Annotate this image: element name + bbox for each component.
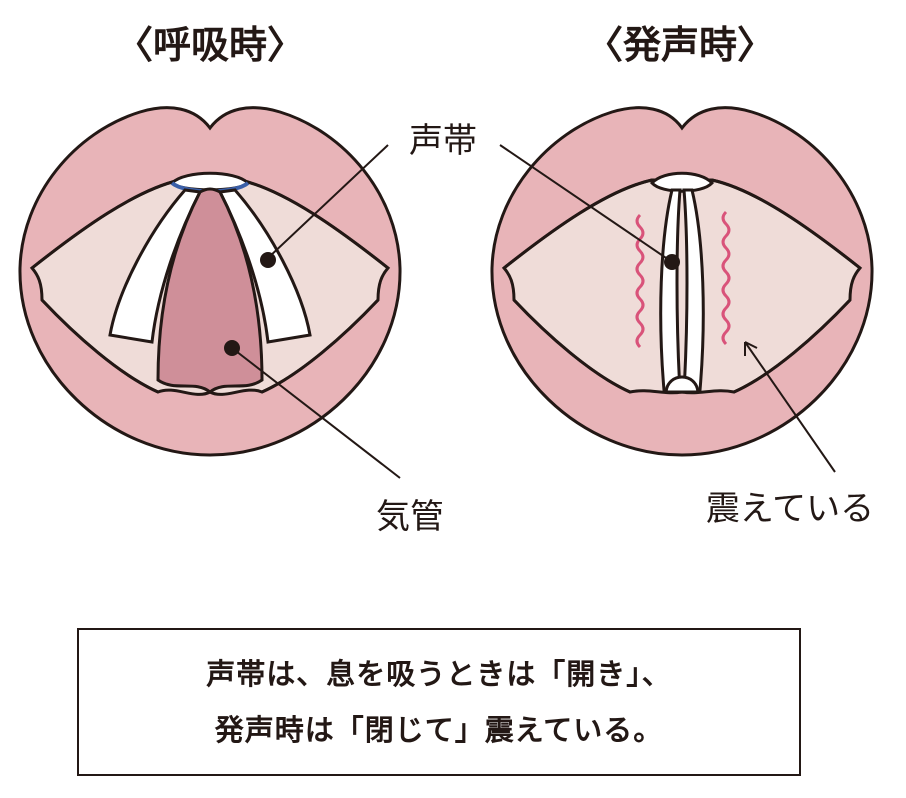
- mouth-breathing: [18, 106, 402, 457]
- vibration-line-right: [721, 210, 731, 346]
- mouth-phonation: [490, 106, 874, 457]
- caption-line-2: 発声時は「閉じて」震えている。: [214, 713, 664, 747]
- trachea-marker: [224, 340, 240, 356]
- label-vocal-cords: 声帯: [409, 121, 477, 161]
- label-trachea: 気管: [376, 497, 444, 537]
- arytenoid-phonation: [664, 375, 700, 394]
- title-phonation: 〈発声時〉: [585, 23, 775, 67]
- caption-box: 声帯は、息を吸うときは「開き」、 発声時は「閉じて」震えている。: [77, 628, 801, 776]
- label-vibrating: 震えている: [706, 489, 874, 529]
- vocal-cord-marker-phonation: [664, 254, 680, 270]
- title-breathing: 〈呼吸時〉: [115, 23, 305, 67]
- caption-line-1: 声帯は、息を吸うときは「開き」、: [206, 657, 672, 691]
- vibration-line-left: [635, 213, 645, 349]
- vocal-cord-marker-breathing: [260, 252, 276, 268]
- leader-lines: [224, 144, 836, 479]
- arrowhead-icon: [744, 341, 758, 356]
- vocal-cord-diagram: 〈呼吸時〉 〈発声時〉: [18, 23, 874, 537]
- epiglottis-phonation: [649, 171, 715, 193]
